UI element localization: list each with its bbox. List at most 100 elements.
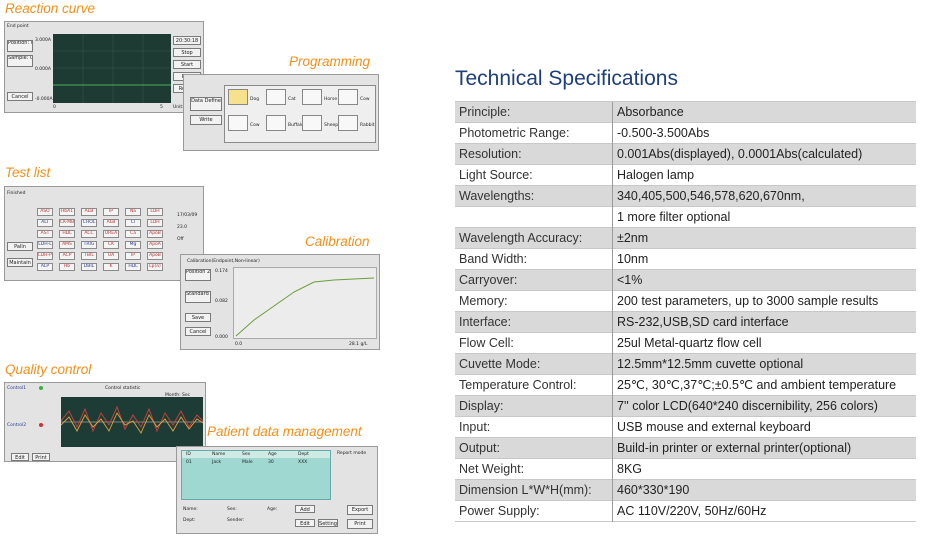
- test-item-button[interactable]: CK-MB: [59, 219, 75, 227]
- spec-row: Input:USB mouse and external keyboard: [455, 417, 916, 438]
- test-item-button[interactable]: CHOL: [81, 219, 97, 227]
- calibration-heading: Calibration: [305, 234, 370, 249]
- y-bot-label: 0.000: [215, 335, 228, 340]
- test-item-button[interactable]: ACC: [81, 230, 97, 238]
- test-item-button[interactable]: AMS: [59, 241, 75, 249]
- test-item-button[interactable]: Lp(a): [147, 263, 163, 271]
- write-button[interactable]: Write: [190, 115, 222, 125]
- buffalo-icon[interactable]: [266, 115, 286, 131]
- spec-key: Display:: [459, 399, 504, 413]
- dog-icon[interactable]: [228, 89, 248, 105]
- control2-indicator: [39, 423, 43, 427]
- export-button[interactable]: Export: [347, 505, 373, 515]
- start-button[interactable]: Start: [173, 60, 201, 69]
- patient-data-heading: Patient data management: [207, 424, 362, 439]
- edit-button[interactable]: Edit: [11, 453, 29, 461]
- spec-row: Power Supply:AC 110V/220V, 50Hz/60Hz: [455, 501, 916, 522]
- spec-key: Dimension L*W*H(mm):: [459, 483, 592, 497]
- spec-key: Wavelength Accuracy:: [459, 231, 583, 245]
- spec-value: Halogen lamp: [612, 165, 916, 186]
- table-cell: XXX: [298, 460, 308, 465]
- test-item-button[interactable]: LDH: [147, 208, 163, 216]
- cancel-button[interactable]: Cancel: [7, 92, 33, 101]
- test-item-button[interactable]: Hb: [59, 263, 75, 271]
- horse-icon[interactable]: [302, 89, 322, 105]
- test-item-button[interactable]: LDH-L: [37, 241, 53, 249]
- spec-row: 1 more filter optional: [455, 207, 916, 228]
- test-item-button[interactable]: ALB: [81, 208, 97, 216]
- test-item-button[interactable]: Na: [125, 208, 141, 216]
- test-item-button[interactable]: HDL: [125, 263, 141, 271]
- reaction-curve-heading: Reaction curve: [5, 1, 96, 16]
- spec-key: Flow Cell:: [459, 336, 514, 350]
- test-item-button[interactable]: K: [103, 263, 119, 271]
- test-item-button[interactable]: ALT: [37, 219, 53, 227]
- test-item-button[interactable]: ALP: [37, 263, 53, 271]
- test-item-button[interactable]: ALB: [103, 219, 119, 227]
- test-item-button[interactable]: Cl: [125, 219, 141, 227]
- test-item-button[interactable]: LDH-P: [37, 252, 53, 260]
- test-item-button[interactable]: TRIG: [81, 241, 97, 249]
- test-item-button[interactable]: UA: [103, 252, 119, 260]
- y-top-label: 0.174: [215, 269, 228, 274]
- add-button[interactable]: Add: [295, 505, 315, 513]
- cow-icon[interactable]: [338, 89, 358, 105]
- spec-value: Build-in printer or external printer(opt…: [612, 438, 916, 459]
- test-item-button[interactable]: ACP: [59, 252, 75, 260]
- spec-row: Resolution:0.001Abs(displayed), 0.0001Ab…: [455, 144, 916, 165]
- spec-row: Wavelength Accuracy:±2nm: [455, 228, 916, 249]
- setting-button[interactable]: Setting: [318, 519, 338, 527]
- spec-value: 460*330*190: [612, 480, 916, 501]
- animal-label: Sheep: [324, 123, 339, 128]
- patient-screen: ID Name Sex Age Dept 01 Jack Male 30 XXX…: [176, 446, 378, 534]
- save-button[interactable]: Save: [185, 313, 211, 322]
- column-header: Name: [212, 452, 226, 457]
- edit-button[interactable]: Edit: [295, 519, 315, 527]
- spec-value: AC 110V/220V, 50Hz/60Hz: [612, 501, 916, 522]
- test-item-button[interactable]: CK: [103, 241, 119, 249]
- field-label: Sex:: [227, 507, 237, 512]
- maintain-button[interactable]: Maintain: [7, 258, 33, 267]
- test-item-button[interactable]: AST: [37, 230, 53, 238]
- test-item-button[interactable]: IP: [103, 208, 119, 216]
- reaction-curve-screen: End point Position: 0.000 Sample: 0.000A…: [4, 21, 204, 113]
- spec-row: Display: 7'' color LCD(640*240 discernibi…: [455, 396, 916, 417]
- print-button[interactable]: Print: [347, 519, 373, 529]
- x-left-label: 0.0: [235, 342, 243, 347]
- print-button[interactable]: Print: [32, 453, 50, 461]
- spec-key: Output:: [459, 441, 500, 455]
- test-item-button[interactable]: ApoB: [147, 252, 163, 260]
- test-item-button[interactable]: LDH: [147, 219, 163, 227]
- animal-label: Horse: [324, 97, 338, 102]
- test-item-button[interactable]: Mg: [125, 241, 141, 249]
- control2-label: Control2: [7, 423, 27, 428]
- spec-row: Carryover:<1%: [455, 270, 916, 291]
- test-item-button[interactable]: HDL: [59, 230, 75, 238]
- data-define-button[interactable]: Data Define: [190, 97, 222, 111]
- test-item-button[interactable]: HbA1: [59, 208, 75, 216]
- rabbit-icon[interactable]: [338, 115, 358, 131]
- cat-icon[interactable]: [266, 89, 286, 105]
- test-item-button[interactable]: ApoB: [147, 230, 163, 238]
- spec-value: 7'' color LCD(640*240 discernibility, 25…: [612, 396, 916, 417]
- position-button[interactable]: Position: 0.000: [7, 40, 33, 52]
- table-row[interactable]: 01 Jack Male 30 XXX: [182, 459, 330, 466]
- test-item-button[interactable]: DBIL: [81, 263, 97, 271]
- spec-key: Photometric Range:: [459, 126, 570, 140]
- palln-button[interactable]: Palln: [7, 242, 33, 251]
- test-item-button[interactable]: ASO: [37, 208, 53, 216]
- test-item-button[interactable]: IP: [125, 252, 141, 260]
- spec-row: Wavelengths:340,405,500,546,578,620,670n…: [455, 186, 916, 207]
- cancel-button[interactable]: Cancel: [185, 327, 211, 336]
- cow-icon[interactable]: [228, 115, 248, 131]
- test-item-button[interactable]: TBIL: [81, 252, 97, 260]
- spec-key: Light Source:: [459, 168, 533, 182]
- sheep-icon[interactable]: [302, 115, 322, 131]
- qc-screen: Control1 Control2 Control statistic Mont…: [4, 382, 206, 462]
- sample-button[interactable]: Sample: 0.000A: [7, 55, 33, 67]
- test-item-button[interactable]: ApoA: [147, 241, 163, 249]
- spec-value: 25℃, 30℃,37℃;±0.5℃ and ambient temperatu…: [612, 375, 916, 396]
- stop-button[interactable]: Stop: [173, 48, 201, 57]
- test-item-button[interactable]: UREA: [103, 230, 119, 238]
- test-item-button[interactable]: Ca: [125, 230, 141, 238]
